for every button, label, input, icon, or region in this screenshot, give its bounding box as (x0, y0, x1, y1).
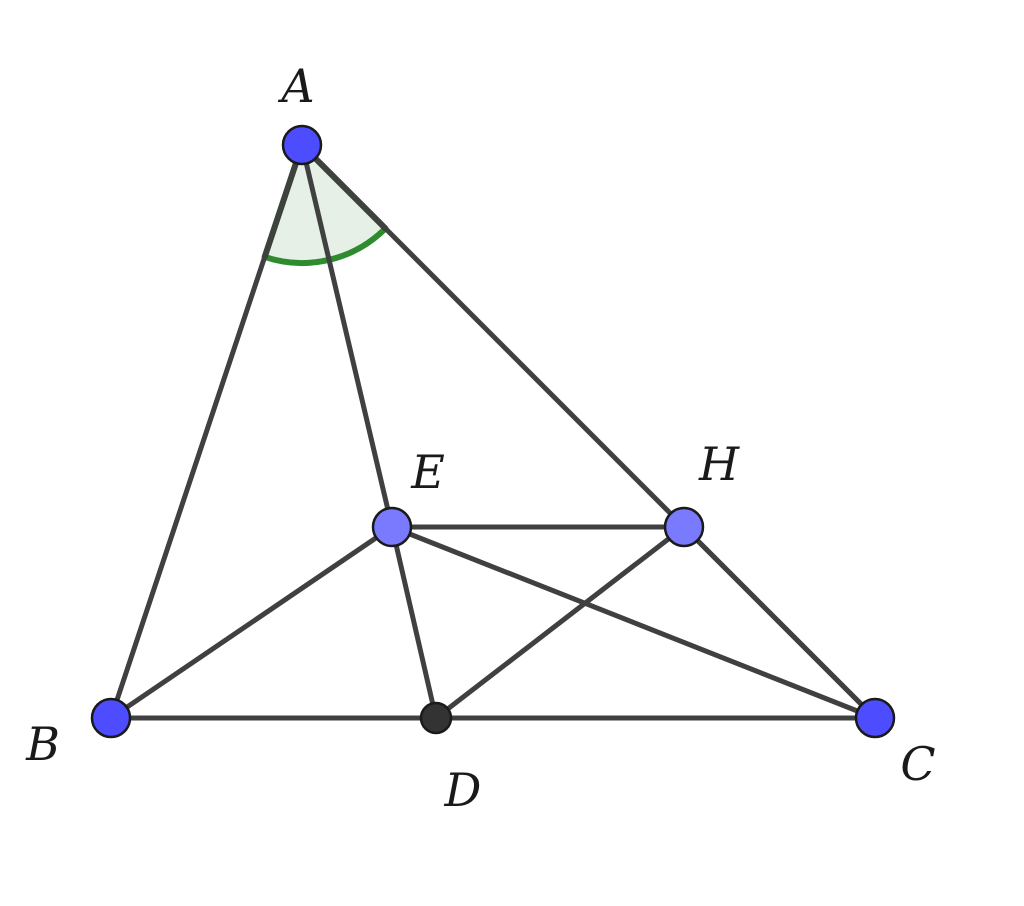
point-b (90, 697, 132, 739)
segment-ab (108, 142, 305, 721)
point-h (663, 506, 705, 548)
point-c (854, 697, 896, 739)
point-label-e: E (410, 445, 445, 499)
point-e (371, 506, 413, 548)
point-label-h: H (698, 437, 740, 491)
segment-be (108, 524, 395, 721)
point-d (419, 701, 453, 735)
point-label-a: A (277, 59, 314, 113)
labels-layer: A B C D E H (25, 59, 936, 817)
segment-ed (389, 524, 439, 721)
points-layer (90, 124, 896, 739)
point-label-d: D (444, 763, 482, 817)
segment-hc (681, 524, 878, 721)
segment-dh (433, 524, 687, 721)
point-label-b: B (25, 717, 60, 771)
point-label-c: C (900, 737, 935, 791)
point-a (281, 124, 323, 166)
segment-ec (389, 524, 878, 721)
segments-layer (108, 142, 878, 721)
segment-ae (299, 142, 395, 530)
